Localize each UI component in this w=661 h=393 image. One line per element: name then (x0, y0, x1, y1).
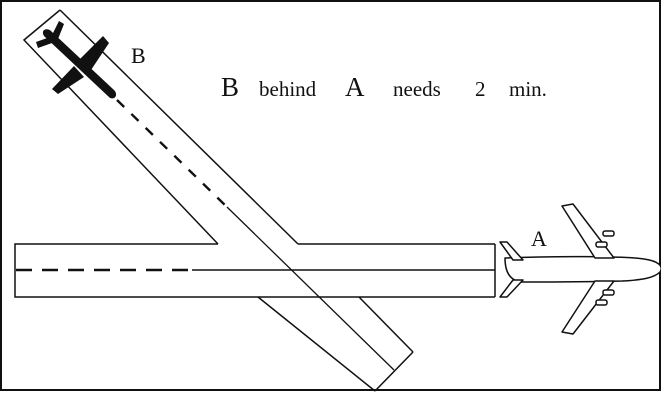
aircraft-label-b: B (131, 43, 146, 68)
caption-b: B (221, 72, 239, 102)
caption-needs: needs (393, 77, 441, 101)
caption-behind: behind (259, 77, 317, 101)
caption-a: A (345, 72, 365, 102)
caption-min: min. (509, 77, 547, 101)
aircraft-label-a: A (531, 226, 547, 251)
diagonal-centerline-dashed (116, 99, 228, 208)
horizontal-runway (14, 243, 496, 298)
caption-number: 2 (475, 77, 486, 101)
diagonal-centerline-solid (226, 206, 395, 371)
outline-airplane-icon (499, 203, 661, 335)
caption: B behind A needs 2 min. (221, 72, 547, 102)
dark-airplane-icon (36, 21, 117, 99)
